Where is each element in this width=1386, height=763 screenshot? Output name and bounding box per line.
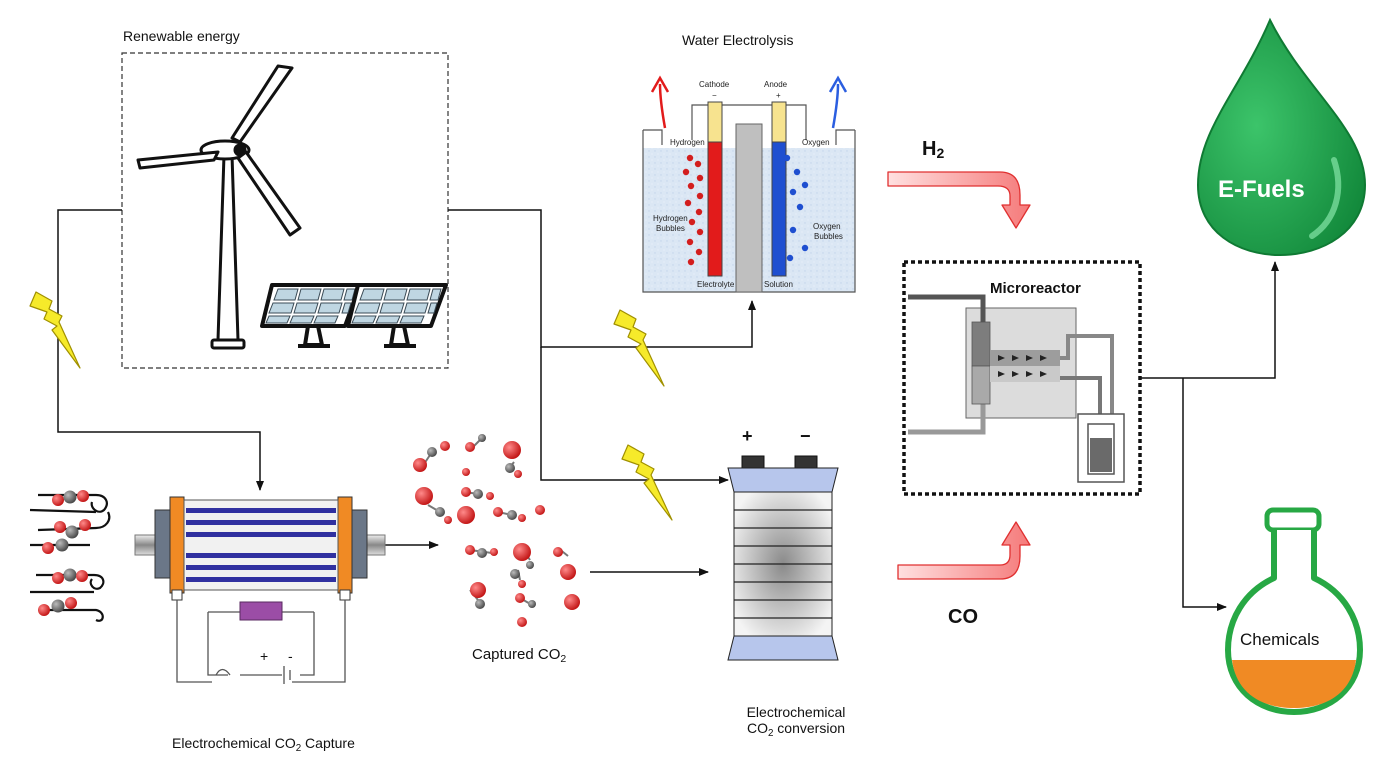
chemicals-flask-icon [1225,507,1363,715]
hydrogen-label: Hydrogen [670,138,705,147]
microreactor-label: Microreactor [990,280,1081,297]
co2-capture-device [29,490,386,684]
oxygen-bubbles-label-2: Bubbles [814,232,843,241]
chemicals-label: Chemicals [1240,630,1320,649]
circuit-minus-sign: - [288,648,293,664]
renewable-energy-label: Renewable energy [123,28,240,44]
co2-capture-label: Electrochemical CO2 Capture [172,735,355,754]
solar-panel-icon [260,283,362,348]
circuit-plus-sign: + [260,648,269,664]
electrolyte-label: Electrolyte [697,280,735,289]
cathode-sign: − [712,91,717,100]
anode-sign: + [776,91,781,100]
battery-plus-sign: + [742,426,753,446]
co2-conversion-line-1: Electrochemical [746,704,846,720]
solution-label: Solution [764,280,793,289]
water-electrolysis-label: Water Electrolysis [682,32,794,48]
lightning-icon [613,309,665,387]
e-fuels-label: E-Fuels [1218,176,1305,203]
co2-conversion-label: Electrochemical CO2 conversion [716,704,876,739]
captured-co2-label: Captured CO2 [472,646,567,665]
wind-turbine-icon [136,64,302,350]
co-label: CO [948,606,978,628]
co2-conversion-line-2: CO2 conversion [746,720,846,739]
hydrogen-bubbles-label: Hydrogen [653,214,688,223]
cathode-label: Cathode [699,80,730,89]
hydrogen-bubbles-label-2: Bubbles [656,224,685,233]
e-fuels-drop-icon [1196,17,1367,257]
power-wires [57,209,1279,611]
renewable-energy-panel [121,52,449,369]
oxygen-label: Oxygen [802,138,830,147]
captured-co2-molecules [413,434,580,627]
lightning-icon [621,444,673,521]
microreactor [902,260,1142,496]
solar-panel-icon [346,283,448,348]
anode-label: Anode [764,80,788,89]
h2-flow-arrow [887,171,1031,229]
co-flow-arrow [897,521,1031,580]
lightning-icon [29,291,81,369]
h2-label: H2 [922,138,945,161]
oxygen-bubbles-label: Oxygen [813,222,841,231]
water-electrolysis-cell [642,75,856,293]
co2-conversion-stack [727,455,839,661]
battery-minus-sign: − [800,426,811,446]
